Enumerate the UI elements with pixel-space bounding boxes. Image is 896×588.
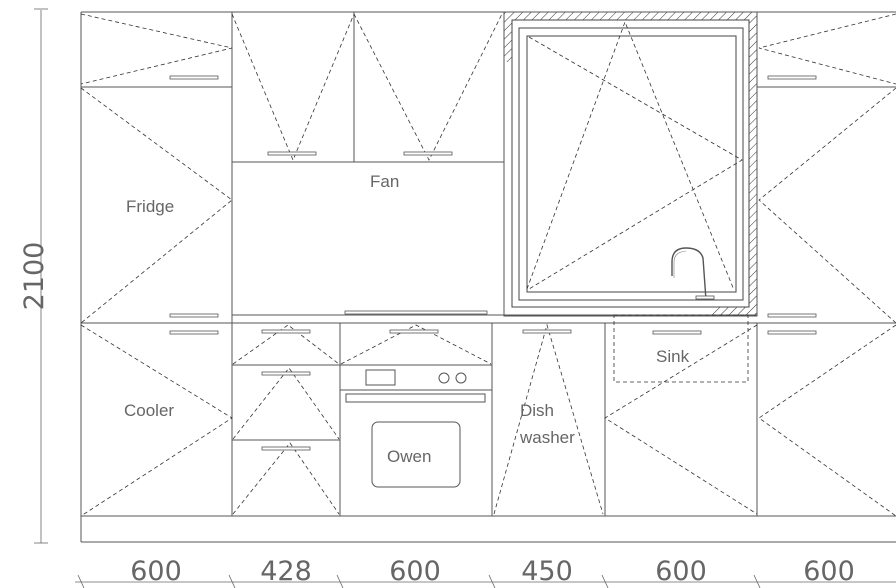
upper-wall-cabinets: Fan bbox=[231, 12, 505, 316]
hob bbox=[344, 310, 488, 315]
right-tall-handle bbox=[767, 313, 817, 318]
fan-label: Fan bbox=[370, 172, 399, 191]
drawer-1-handle bbox=[261, 329, 311, 334]
lower-cabinets: Owen Dish washer Sink bbox=[232, 13, 896, 517]
right-top-handle bbox=[767, 75, 817, 80]
sink-cabinet-handle bbox=[652, 330, 702, 335]
width-label-3: 600 bbox=[389, 556, 441, 587]
fridge-label: Fridge bbox=[126, 197, 174, 216]
width-label-2: 428 bbox=[260, 556, 312, 587]
wall-cabinet-right-handle bbox=[403, 151, 453, 156]
width-label-4: 450 bbox=[521, 556, 573, 587]
sink-basin bbox=[613, 314, 749, 383]
oven-top-handle bbox=[389, 329, 439, 334]
height-dimension: 2100 bbox=[19, 8, 50, 544]
sink-label: Sink bbox=[656, 347, 690, 366]
cabinet-outline bbox=[80, 11, 896, 543]
fridge-cabinet: Fridge Cooler bbox=[80, 12, 233, 517]
width-label-5: 600 bbox=[655, 556, 707, 587]
dishwasher-handle bbox=[522, 329, 572, 334]
wall-cabinet-left-handle bbox=[267, 151, 317, 156]
width-label-6: 600 bbox=[803, 556, 855, 587]
oven-knob-icon bbox=[438, 372, 450, 384]
dishwasher-label-line1: Dish bbox=[520, 401, 554, 420]
drawer-3-handle bbox=[261, 446, 311, 451]
width-label-1: 600 bbox=[130, 556, 182, 587]
oven-display bbox=[365, 369, 396, 386]
fridge-top-handle bbox=[169, 75, 219, 80]
drawer-2-handle bbox=[261, 371, 311, 376]
cooler-label: Cooler bbox=[124, 401, 174, 420]
faucet-icon bbox=[671, 247, 715, 301]
cooler-handle bbox=[169, 330, 219, 335]
owen-label: Owen bbox=[387, 447, 431, 466]
dishwasher-label-line2: washer bbox=[519, 428, 575, 447]
window bbox=[503, 11, 758, 317]
width-dimensions: 600 428 600 450 600 600 bbox=[75, 556, 896, 588]
height-dimension-label: 2100 bbox=[19, 242, 50, 311]
fridge-handle bbox=[169, 313, 219, 318]
oven-knob-icon bbox=[455, 372, 467, 384]
right-lower-handle bbox=[767, 330, 817, 335]
oven-door-window bbox=[371, 421, 461, 488]
